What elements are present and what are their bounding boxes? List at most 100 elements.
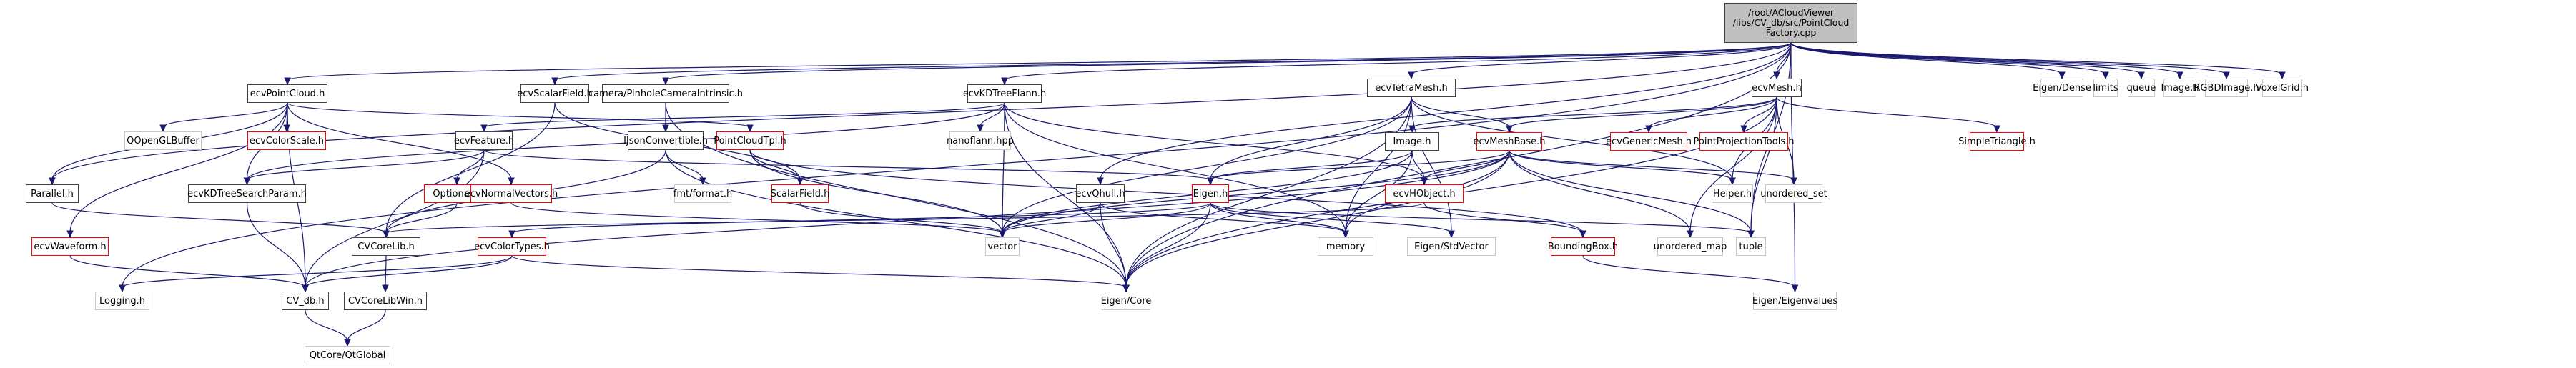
node-vector[interactable]: vector [985, 237, 1020, 256]
node-simpletriangle[interactable]: SimpleTriangle.h [1958, 132, 2035, 151]
node-pointprojectiontools[interactable]: PointProjectionTools.h [1694, 132, 1794, 151]
node-eigencore[interactable]: Eigen/Core [1101, 292, 1151, 310]
node-ecvwaveform[interactable]: ecvWaveform.h [31, 237, 109, 256]
node-parallel[interactable]: Parallel.h [26, 184, 79, 203]
node-unordered_set[interactable]: unordered_set [1760, 184, 1827, 203]
edge-ecvkdtreeflann-to-memory [1004, 102, 1346, 234]
node-ecvfeature[interactable]: ecvFeature.h [454, 131, 514, 150]
edge-ecvmeshbase-to-vector [1002, 150, 1510, 234]
node-voxelgrid[interactable]: VoxelGrid.h [2256, 79, 2309, 97]
edge-ecvmesh-to-ecvmeshbase [1509, 96, 1777, 129]
node-fmtformat[interactable]: fmt/format.h [673, 184, 732, 203]
node-tuple[interactable]: tuple [1736, 237, 1766, 256]
node-label: ecvTetraMesh.h [1375, 82, 1448, 94]
arrowhead-icon [1342, 230, 1349, 239]
node-image[interactable]: Image.h [1385, 132, 1439, 151]
edge-ecvpointcloud-to-ecvnormalvectors [287, 102, 512, 181]
node-logging[interactable]: Logging.h [95, 292, 149, 310]
node-ecvkdtreeflann[interactable]: ecvKDTreeFlann.h [963, 84, 1046, 103]
node-label: ecvColorTypes.h [474, 241, 550, 252]
node-label: VoxelGrid.h [2256, 82, 2309, 94]
edge-ecvkdtreeflann-to-vector [1002, 102, 1005, 234]
node-memory[interactable]: memory [1318, 237, 1373, 256]
node-ecvgenericmesh[interactable]: ecvGenericMesh.h [1606, 132, 1692, 151]
node-label: PointProjectionTools.h [1693, 136, 1795, 147]
node-ecvscalarfield[interactable]: ecvScalarField.h [517, 84, 593, 103]
arrowhead-icon [1001, 77, 1008, 86]
edge-ecvmesh-to-unordered_map [1689, 96, 1777, 234]
edge-ecvmeshbase-to-unordered_set [1509, 150, 1795, 181]
node-ecvkdtreesearchparam[interactable]: ecvKDTreeSearchParam.h [187, 184, 307, 203]
arrowhead-icon [2279, 71, 2286, 80]
edge-root-to-ecvqhull [1100, 42, 1792, 181]
node-eigenstdvector[interactable]: Eigen/StdVector [1407, 237, 1496, 256]
arrowhead-icon [2176, 71, 2183, 80]
arrowhead-icon [551, 77, 558, 86]
edge-cvcorelibwin-to-qtglobal [347, 309, 386, 342]
node-label: vector [987, 241, 1017, 252]
edge-ecvmeshbase-to-tuple [1509, 150, 1752, 234]
edge-optional-to-cvcorelib [385, 202, 458, 234]
arrowhead-icon [2223, 71, 2230, 80]
node-pinholecam[interactable]: camera/PinholeCameraIntrinsic.h [588, 84, 743, 103]
edge-eigen-to-memory [1210, 202, 1346, 234]
edge-ecvnormalvectors-to-vector [510, 202, 1003, 234]
node-scalarfield[interactable]: ScalarField.h [771, 184, 829, 203]
node-helper[interactable]: Helper.h [1712, 184, 1753, 203]
node-ecvqhull[interactable]: ecvQhull.h [1075, 184, 1125, 203]
node-qopenglbuffer[interactable]: QOpenGLBuffer [124, 131, 202, 150]
node-cvcorelib[interactable]: CVCoreLib.h [352, 237, 420, 256]
edge-root-to-eigendense [1790, 42, 2063, 75]
node-ecvcolortypes[interactable]: ecvColorTypes.h [474, 237, 550, 256]
edge-ijsonconvertible-to-eigencore [665, 149, 1127, 288]
node-eigen[interactable]: Eigen.h [1192, 184, 1229, 203]
node-ecvmeshbase[interactable]: ecvMeshBase.h [1473, 132, 1546, 151]
node-eigeneigenvalues[interactable]: Eigen/Eigenvalues [1752, 292, 1837, 310]
edge-ecvfeature-to-cv_db [305, 149, 485, 288]
node-pointcloudtpl[interactable]: PointCloudTpl.h [714, 131, 786, 150]
node-ijsonconvertible[interactable]: IJsonConvertible.h [623, 131, 708, 150]
edge-eigen-to-ecvcolortypes [511, 202, 1211, 234]
node-cvcorelibwin[interactable]: CVCoreLibWin.h [344, 292, 427, 310]
node-ecvcolorscale[interactable]: ecvColorScale.h [247, 131, 326, 150]
edge-root-to-ecvtetramesh [1411, 42, 1792, 75]
arrowhead-icon [382, 284, 389, 293]
node-ecvmesh[interactable]: ecvMesh.h [1752, 79, 1802, 97]
node-label: Eigen/StdVector [1414, 241, 1489, 252]
edge-eigen-to-eigenstdvector [1210, 202, 1452, 234]
edge-scalarfield-to-vector [799, 202, 1003, 234]
node-label: ecvHObject.h [1393, 188, 1456, 199]
node-imagesys[interactable]: Image.h [2161, 79, 2199, 97]
arrowhead-icon [453, 177, 460, 186]
node-ecvnormalvectors[interactable]: ecvNormalVectors.h [465, 184, 558, 203]
node-qtglobal[interactable]: QtCore/QtGlobal [305, 346, 390, 364]
node-unordered_map[interactable]: unordered_map [1654, 237, 1727, 256]
root-file-line-2: /libs/CV_db/src/PointCloud [1732, 17, 1850, 28]
edge-eigen-to-eigencore [1125, 202, 1211, 288]
node-nanoflann[interactable]: nanoflann.hpp [947, 131, 1014, 150]
arrowhead-icon [746, 124, 754, 133]
arrowhead-icon [1645, 125, 1652, 134]
edge-root-to-pinholecam [665, 42, 1792, 81]
node-label: unordered_set [1760, 188, 1827, 199]
edge-ecvhobject-to-boundingbox [1423, 202, 1584, 234]
edge-ecvkdtreeflann-to-ecvkdtreesearchparam [246, 102, 1005, 181]
node-label: Eigen/Dense [2033, 82, 2091, 94]
node-ecvtetramesh[interactable]: ecvTetraMesh.h [1367, 79, 1456, 97]
node-rgbdimage[interactable]: RGBDImage.h [2193, 79, 2259, 97]
node-limits[interactable]: limits [2093, 79, 2118, 97]
node-eigendense[interactable]: Eigen/Dense [2033, 79, 2091, 97]
node-boundingbox[interactable]: BoundingBox.h [1548, 237, 1618, 256]
node-ecvpointcloud[interactable]: ecvPointCloud.h [247, 84, 327, 103]
root-file-node[interactable]: /root/ACloudViewer /libs/CV_db/src/Point… [1724, 3, 1857, 43]
arrowhead-icon [662, 77, 669, 86]
node-label: ecvMesh.h [1752, 82, 1802, 94]
edge-ecvmesh-to-simpletriangle [1776, 96, 1998, 129]
node-queue[interactable]: queue [2127, 79, 2156, 97]
arrowhead-icon [243, 177, 251, 186]
edge-ecvmeshbase-to-cv_db [305, 150, 1510, 288]
node-label: QtCore/QtGlobal [309, 349, 386, 361]
edge-ecvtetramesh-to-eigen [1210, 96, 1412, 181]
node-ecvhobject[interactable]: ecvHObject.h [1385, 184, 1464, 203]
node-cv_db[interactable]: CV_db.h [282, 292, 329, 310]
